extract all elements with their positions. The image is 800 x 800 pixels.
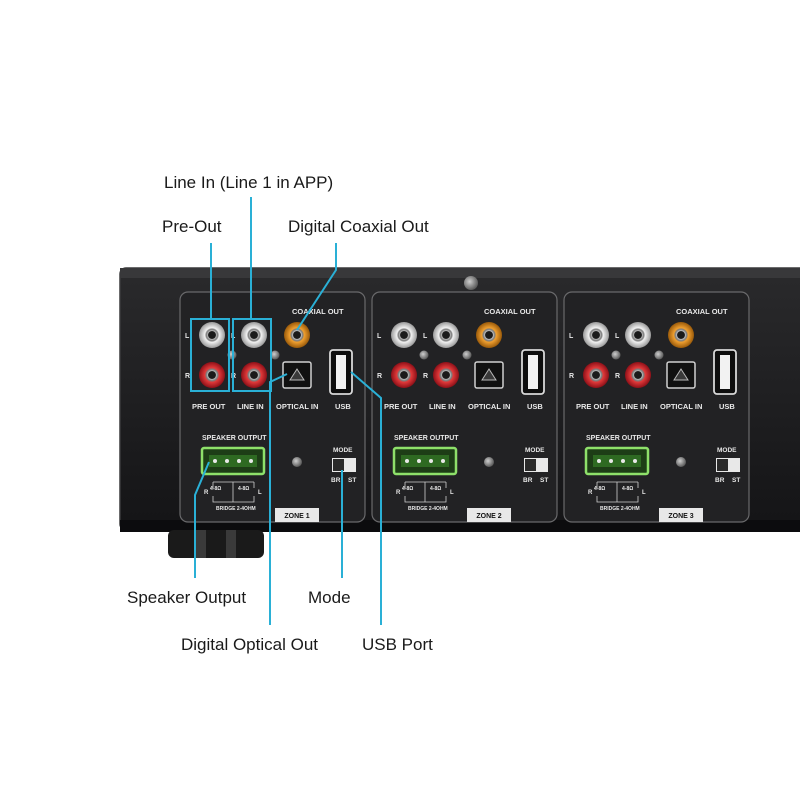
svg-text:R: R	[204, 490, 209, 496]
svg-text:R: R	[185, 373, 190, 380]
zone-1-module: COAXIAL OUT L R L R PRE OUT LINE IN OPTI…	[179, 291, 366, 523]
top-screw-icon	[464, 276, 478, 290]
panel-br-label: BR	[331, 477, 341, 484]
mode-callout: Mode	[308, 588, 351, 607]
panel-ohm-right-label: 4-8Ω	[238, 486, 249, 492]
panel-line-in-label: LINE IN	[429, 402, 456, 411]
svg-text:L: L	[185, 333, 190, 340]
zone-2-label: ZONE 2	[476, 513, 501, 520]
svg-text:L: L	[615, 333, 620, 340]
svg-text:L: L	[569, 333, 574, 340]
svg-text:R: R	[377, 373, 382, 380]
svg-text:L: L	[642, 490, 646, 496]
usb-leader	[350, 371, 382, 625]
panel-coaxial-out-label: COAXIAL OUT	[292, 307, 344, 316]
panel-speaker-output-label: SPEAKER OUTPUT	[586, 435, 651, 442]
panel-usb-label: USB	[719, 402, 735, 411]
panel-ohm-left-label: 4-8Ω	[402, 486, 413, 492]
pre-out-callout: Pre-Out	[162, 217, 222, 236]
zone-3-label: ZONE 3	[668, 513, 693, 520]
digital-coaxial-out-callout: Digital Coaxial Out	[288, 217, 429, 236]
panel-line-in-label: LINE IN	[621, 402, 648, 411]
panel-speaker-output-label: SPEAKER OUTPUT	[202, 435, 267, 442]
panel-optical-in-label: OPTICAL IN	[468, 402, 510, 411]
svg-text:L: L	[377, 333, 382, 340]
svg-text:R: R	[396, 490, 401, 496]
digital-optical-out-callout: Digital Optical Out	[181, 635, 318, 654]
panel-pre-out-label: PRE OUT	[384, 402, 418, 411]
panel-usb-label: USB	[527, 402, 543, 411]
speaker-output-callout: Speaker Output	[127, 588, 246, 607]
panel-ohm-right-label: 4-8Ω	[430, 486, 441, 492]
svg-text:R: R	[423, 373, 428, 380]
svg-text:L: L	[258, 490, 262, 496]
panel-mode-label: MODE	[717, 447, 737, 454]
usb-port-callout: USB Port	[362, 635, 433, 654]
panel-br-label: BR	[523, 477, 533, 484]
panel-mode-label: MODE	[333, 447, 353, 454]
svg-text:R: R	[569, 373, 574, 380]
zone-2-module: COAXIAL OUT L R L R PRE OUT LINE IN OPTI…	[371, 291, 558, 523]
svg-text:R: R	[615, 373, 620, 380]
panel-st-label: ST	[348, 477, 356, 484]
panel-optical-in-label: OPTICAL IN	[276, 402, 318, 411]
line-in-callout: Line In (Line 1 in APP)	[164, 173, 333, 192]
panel-coaxial-out-label: COAXIAL OUT	[676, 307, 728, 316]
panel-usb-label: USB	[335, 402, 351, 411]
panel-pre-out-label: PRE OUT	[576, 402, 610, 411]
svg-text:L: L	[450, 490, 454, 496]
panel-line-in-label: LINE IN	[237, 402, 264, 411]
panel-bridge-label: BRIDGE 2-4OHM	[600, 506, 640, 512]
panel-coaxial-out-label: COAXIAL OUT	[484, 307, 536, 316]
panel-ohm-right-label: 4-8Ω	[622, 486, 633, 492]
coaxial-out-leader	[296, 243, 337, 331]
svg-text:R: R	[588, 490, 593, 496]
panel-ohm-left-label: 4-8Ω	[210, 486, 221, 492]
zone-3-module: COAXIAL OUT L R L R PRE OUT LINE IN OPTI…	[563, 291, 750, 523]
panel-optical-in-label: OPTICAL IN	[660, 402, 702, 411]
panel-bridge-label: BRIDGE 2-4OHM	[408, 506, 448, 512]
zone-1-label: ZONE 1	[284, 513, 309, 520]
speaker-output-leader	[194, 461, 210, 578]
panel-ohm-left-label: 4-8Ω	[594, 486, 605, 492]
panel-st-label: ST	[540, 477, 548, 484]
panel-st-label: ST	[732, 477, 740, 484]
panel-bridge-label: BRIDGE 2-4OHM	[216, 506, 256, 512]
svg-text:L: L	[423, 333, 428, 340]
panel-pre-out-label: PRE OUT	[192, 402, 226, 411]
callout-lines	[194, 197, 382, 625]
panel-mode-label: MODE	[525, 447, 545, 454]
optical-out-leader	[269, 373, 288, 625]
panel-speaker-output-label: SPEAKER OUTPUT	[394, 435, 459, 442]
panel-br-label: BR	[715, 477, 725, 484]
